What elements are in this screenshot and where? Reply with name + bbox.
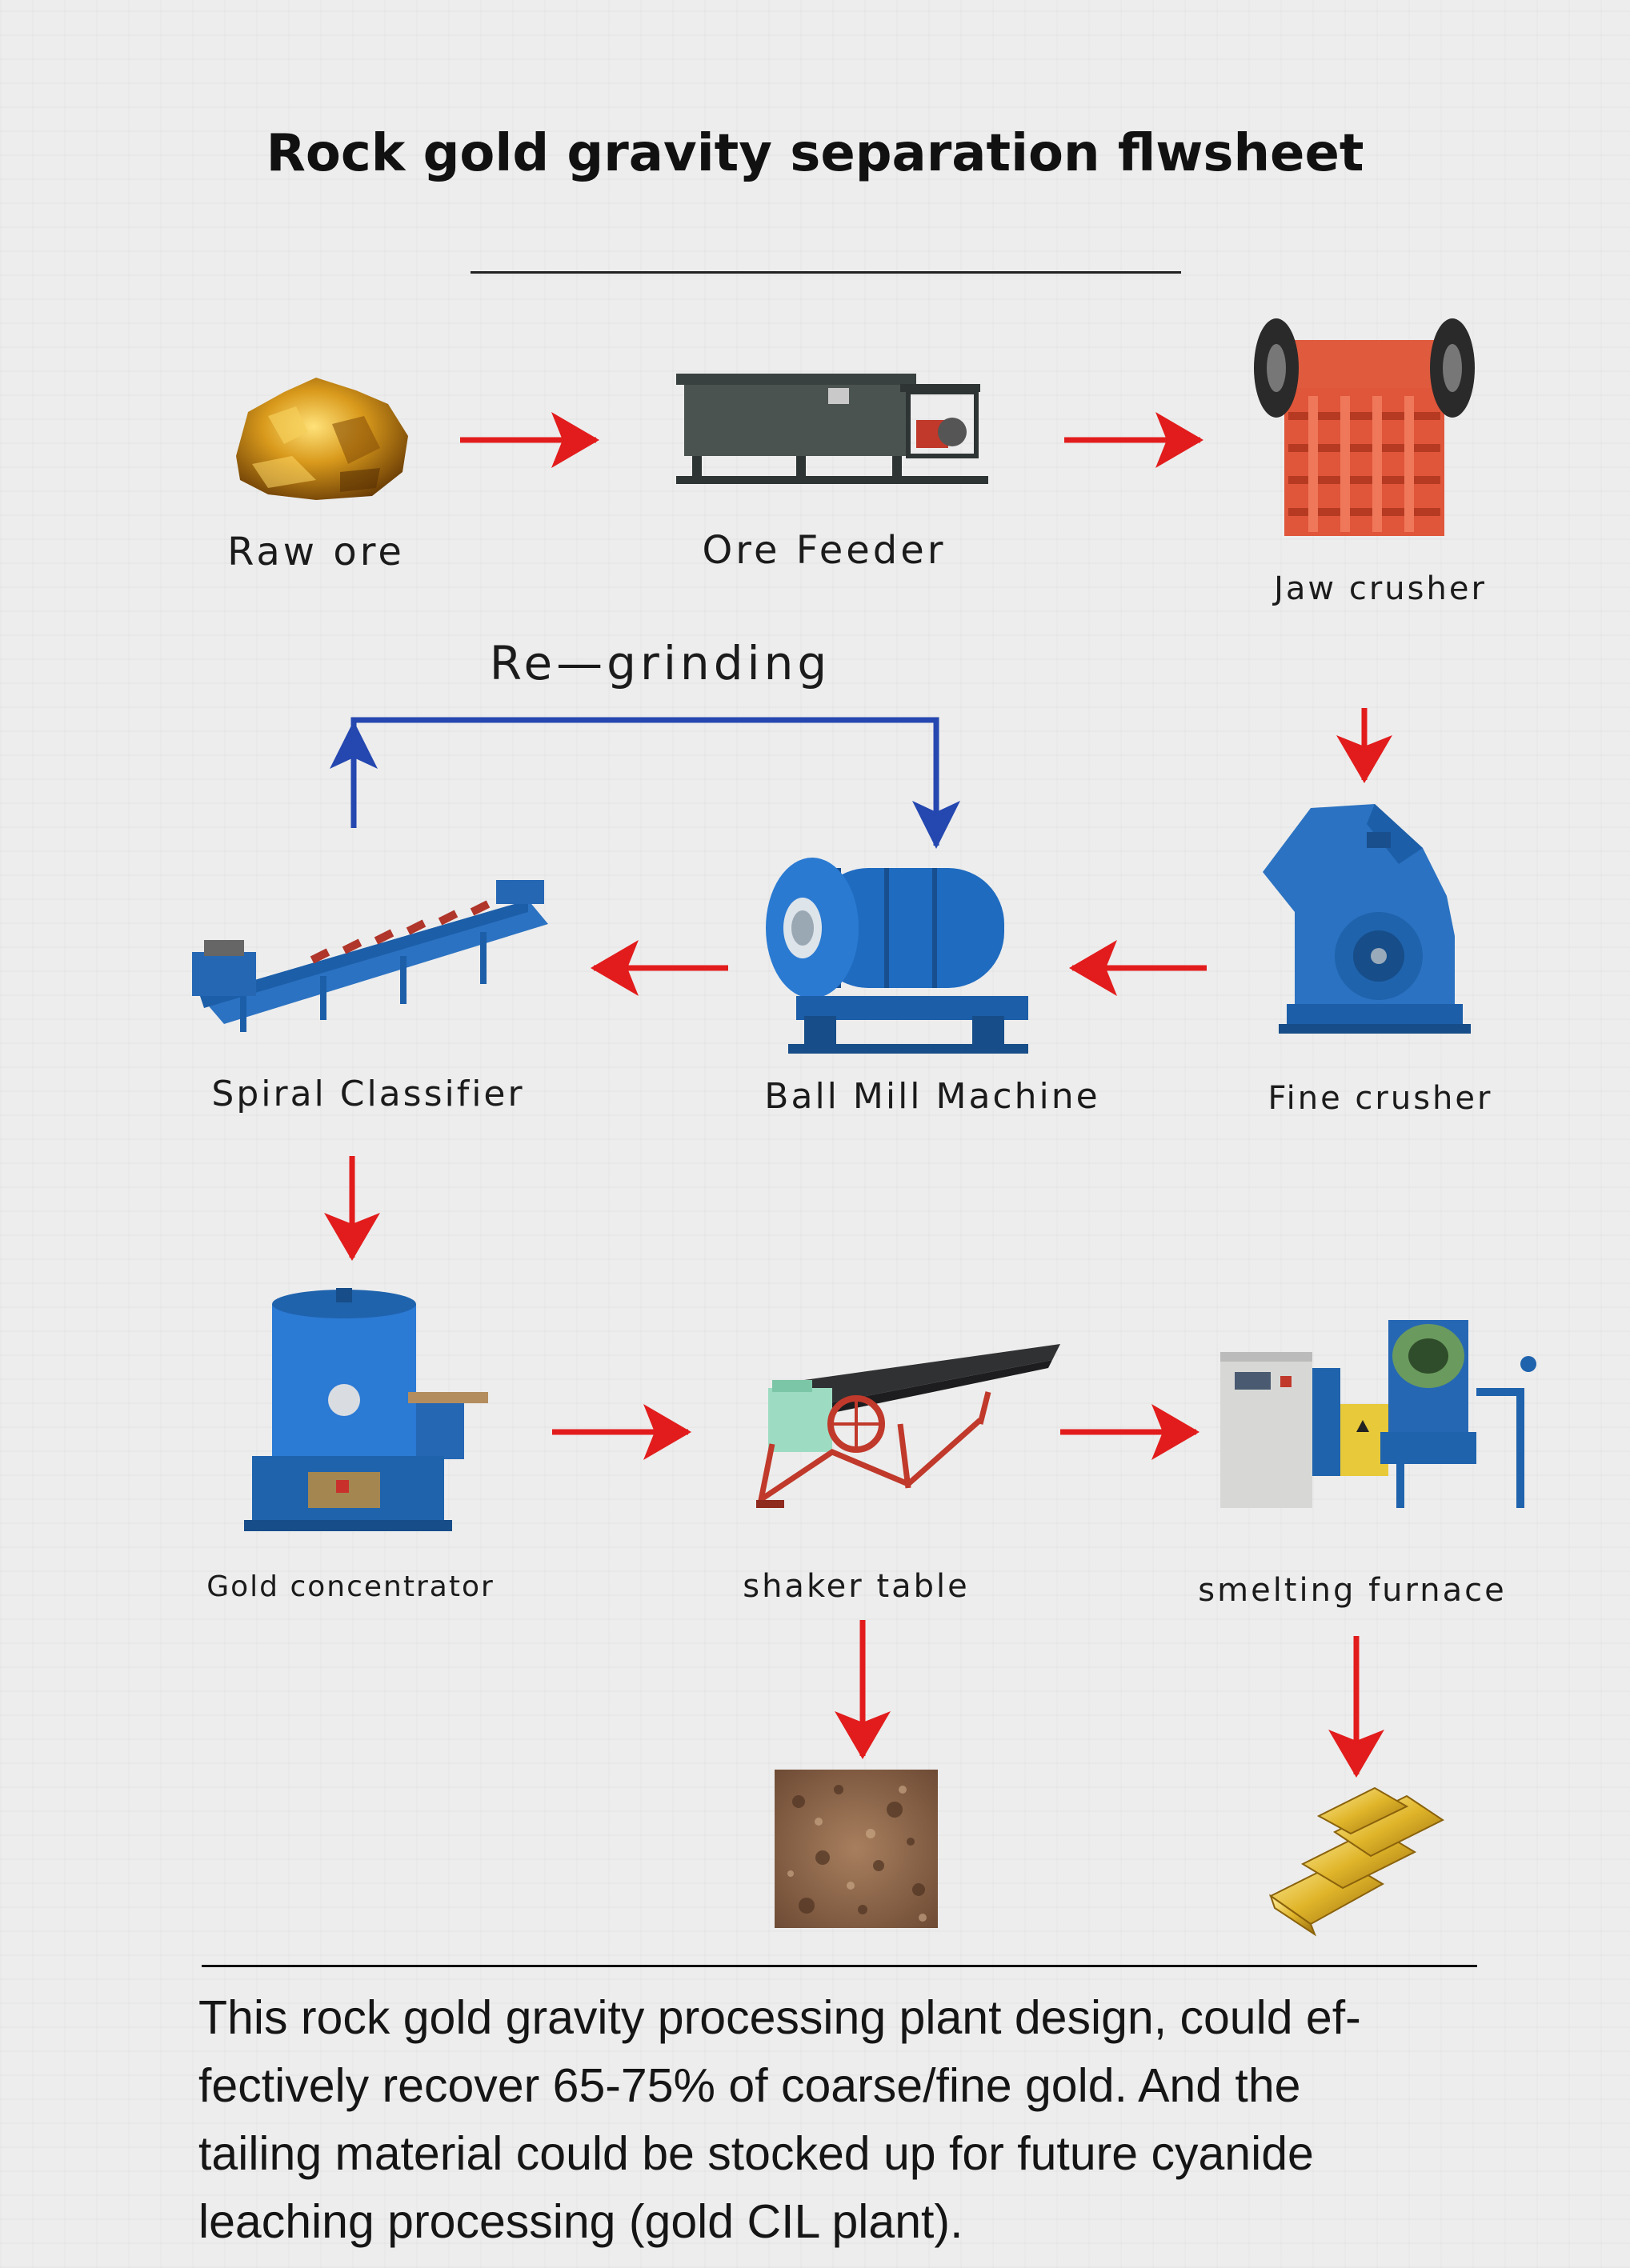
- description-line-2: fectively recover 65-75% of coarse/fine …: [198, 2059, 1301, 2112]
- raw-ore-icon: [236, 378, 408, 500]
- label-raw-ore: Raw ore: [227, 530, 405, 574]
- description-line-4: leaching processing (gold CIL plant).: [198, 2195, 963, 2248]
- ore-feeder-icon: [676, 374, 988, 484]
- page-title: Rock gold gravity separation flwsheet: [266, 124, 1364, 183]
- ball-mill-icon: [766, 858, 1028, 1054]
- gold-concentrator-icon: [244, 1288, 488, 1531]
- tailings-icon: [775, 1770, 938, 1928]
- label-ball-mill: Ball Mill Machine: [764, 1076, 1100, 1117]
- label-spiral-classifier: Spiral Classifier: [211, 1074, 525, 1114]
- label-shaker-table: shaker table: [743, 1568, 970, 1605]
- description-divider: [202, 1965, 1477, 1967]
- label-fine-crusher: Fine crusher: [1268, 1080, 1493, 1117]
- label-ore-feeder: Ore Feeder: [702, 528, 947, 573]
- spiral-classifier-icon: [192, 880, 548, 1032]
- regrind-loop-line: [350, 717, 960, 849]
- label-jaw-crusher: Jaw crusher: [1274, 570, 1487, 607]
- gold-bars-icon: [1269, 1786, 1444, 1937]
- fine-crusher-icon: [1263, 804, 1471, 1034]
- shaker-table-icon: [756, 1344, 1060, 1508]
- description-line-3: tailing material could be stocked up for…: [198, 2127, 1314, 2180]
- label-smelting-furnace: smelting furnace: [1198, 1572, 1507, 1609]
- title-divider: [471, 271, 1181, 274]
- smelting-furnace-icon: [1220, 1320, 1536, 1508]
- label-gold-concentrator: Gold concentrator: [206, 1570, 495, 1603]
- description-line-1: This rock gold gravity processing plant …: [198, 1991, 1361, 2044]
- description-text: This rock gold gravity processing plant …: [198, 1984, 1511, 2256]
- label-regrinding: Re—grinding: [489, 636, 831, 690]
- jaw-crusher-icon: [1254, 318, 1475, 536]
